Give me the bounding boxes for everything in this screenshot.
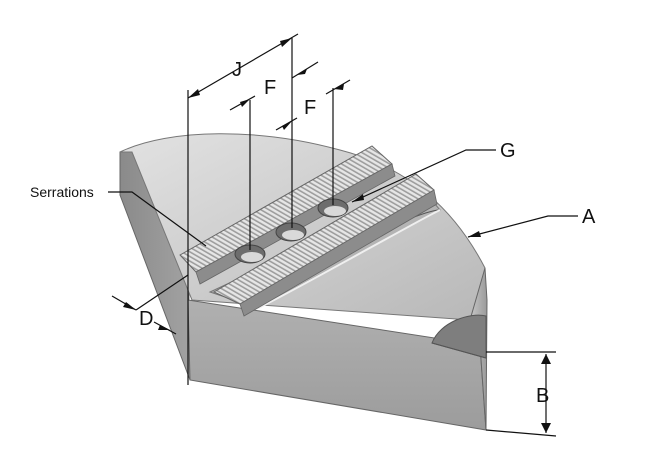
label-serrations: Serrations	[30, 184, 94, 200]
leader-lines	[108, 149, 578, 247]
label-f-right: F	[304, 97, 316, 119]
jaw-notch	[431, 314, 487, 359]
serration-ridge-front-side	[239, 189, 438, 317]
labels: J F F G A B D Serrations	[30, 59, 596, 407]
jaw-front-face	[187, 299, 487, 431]
label-f-left: F	[264, 77, 276, 99]
mounting-holes	[234, 198, 349, 264]
label-b: B	[536, 385, 549, 407]
jaw-right-curved-face	[469, 267, 488, 431]
dimension-lines	[111, 33, 557, 437]
label-d: D	[139, 308, 153, 330]
label-a: A	[582, 206, 596, 228]
label-g: G	[500, 140, 516, 162]
label-j: J	[232, 59, 242, 81]
